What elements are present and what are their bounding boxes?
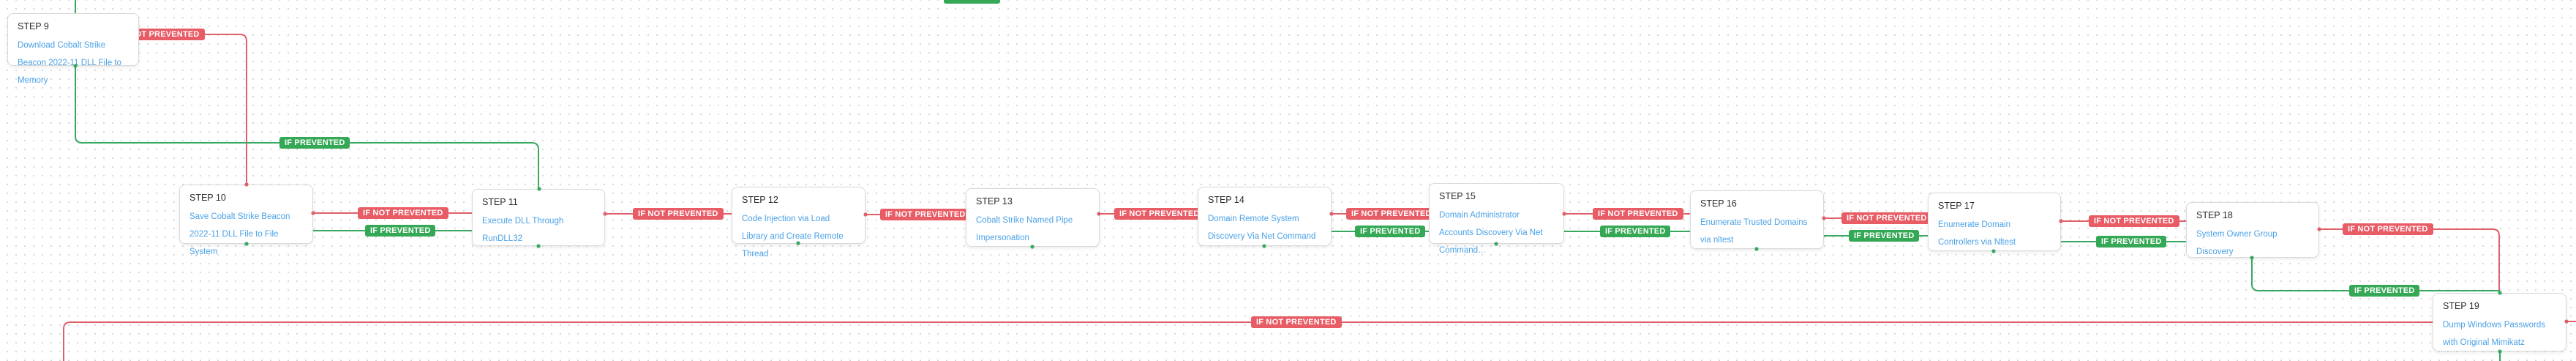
edge-offscreen-step19-not-prevented <box>63 321 2433 361</box>
step-action-link[interactable]: Cobalt Strike Named Pipe Impersonation <box>976 216 1073 242</box>
edge-label-not-prevented: IF NOT PREVENTED <box>1346 208 1437 220</box>
step-card-14[interactable]: STEP 14 Domain Remote System Discovery V… <box>1198 187 1332 246</box>
step-number: STEP 11 <box>482 197 518 207</box>
edge-label-prevented: IF PREVENTED <box>1600 226 1671 237</box>
edge-label-not-prevented: IF NOT PREVENTED <box>2089 215 2179 227</box>
step-action-link[interactable]: Domain Remote System Discovery Via Net C… <box>1208 215 1316 241</box>
edge-label-not-prevented: IF NOT PREVENTED <box>2343 223 2433 235</box>
edge-label-not-prevented: IF NOT PREVENTED <box>1593 208 1683 220</box>
step-action-link[interactable]: Enumerate Trusted Domains via nltest <box>1700 218 1808 245</box>
edge-label-not-prevented: IF NOT PREVENTED <box>880 209 971 220</box>
step-card-12[interactable]: STEP 12 Code Injection via Load Library … <box>732 187 865 258</box>
edge-label-prevented-clipped <box>944 0 1000 4</box>
step-card-19[interactable]: STEP 19 Dump Windows Passwords with Orig… <box>2433 293 2566 351</box>
edge-step9-step10-not-prevented <box>139 34 247 185</box>
edge-label-not-prevented: IF NOT PREVENTED <box>358 207 448 219</box>
step-action-link[interactable]: Enumerate Domain Controllers via Nltest <box>1938 220 2016 247</box>
step-number: STEP 15 <box>1439 191 1476 201</box>
edge-step18-step19-prevented <box>2251 258 2500 291</box>
step-action-link[interactable]: Dump Windows Passwords with Original Mim… <box>2443 321 2545 347</box>
edge-label-not-prevented: IF NOT PREVENTED <box>633 208 724 220</box>
edge-label-prevented: IF PREVENTED <box>2096 236 2167 248</box>
step-number: STEP 17 <box>1938 201 1975 211</box>
step-card-11[interactable]: STEP 11 Execute DLL Through RunDLL32 <box>472 189 605 246</box>
step-number: STEP 14 <box>1208 195 1244 205</box>
step-number: STEP 13 <box>976 196 1013 206</box>
step-card-18[interactable]: STEP 18 System Owner Group Discovery <box>2186 202 2319 258</box>
step-card-10[interactable]: STEP 10 Save Cobalt Strike Beacon 2022-1… <box>179 185 313 256</box>
step-card-17[interactable]: STEP 17 Enumerate Domain Controllers via… <box>1928 193 2061 251</box>
edge-step18-step19-not-prevented <box>2319 228 2500 293</box>
step-card-16[interactable]: STEP 16 Enumerate Trusted Domains via nl… <box>1690 190 1824 249</box>
step-action-link[interactable]: Download Cobalt Strike Beacon 2022-11 DL… <box>18 41 121 85</box>
edge-label-prevented: IF PREVENTED <box>279 137 350 149</box>
step-action-link[interactable]: Code Injection via Load Library and Crea… <box>742 215 844 258</box>
step-number: STEP 19 <box>2443 301 2479 311</box>
edge-label-not-prevented: IF NOT PREVENTED <box>1114 208 1205 220</box>
step-number: STEP 16 <box>1700 198 1737 209</box>
edge-label-prevented: IF PREVENTED <box>365 225 436 237</box>
edge-label-not-prevented: IF NOT PREVENTED <box>1841 212 1932 224</box>
step-card-13[interactable]: STEP 13 Cobalt Strike Named Pipe Imperso… <box>966 188 1100 247</box>
step-card-15[interactable]: STEP 15 Domain Administrator Accounts Di… <box>1429 183 1564 255</box>
edge-step9-step11-prevented <box>75 66 539 189</box>
edge-label-prevented: IF PREVENTED <box>1849 230 1920 242</box>
step-card-9[interactable]: STEP 9 Download Cobalt Strike Beacon 202… <box>7 13 139 85</box>
step-number: STEP 18 <box>2196 210 2233 220</box>
step-action-link[interactable]: Save Cobalt Strike Beacon 2022-11 DLL Fi… <box>189 212 290 256</box>
step-action-link[interactable]: Domain Administrator Accounts Discovery … <box>1439 211 1543 255</box>
edge-label-prevented: IF PREVENTED <box>1355 226 1426 237</box>
step-number: STEP 9 <box>18 21 49 31</box>
edge-label-prevented: IF PREVENTED <box>2349 285 2420 297</box>
step-number: STEP 10 <box>189 193 226 203</box>
step-number: STEP 12 <box>742 195 778 205</box>
edge-label-not-prevented: IF NOT PREVENTED <box>1251 316 1342 328</box>
step-action-link[interactable]: System Owner Group Discovery <box>2196 230 2278 256</box>
step-action-link[interactable]: Execute DLL Through RunDLL32 <box>482 217 564 243</box>
